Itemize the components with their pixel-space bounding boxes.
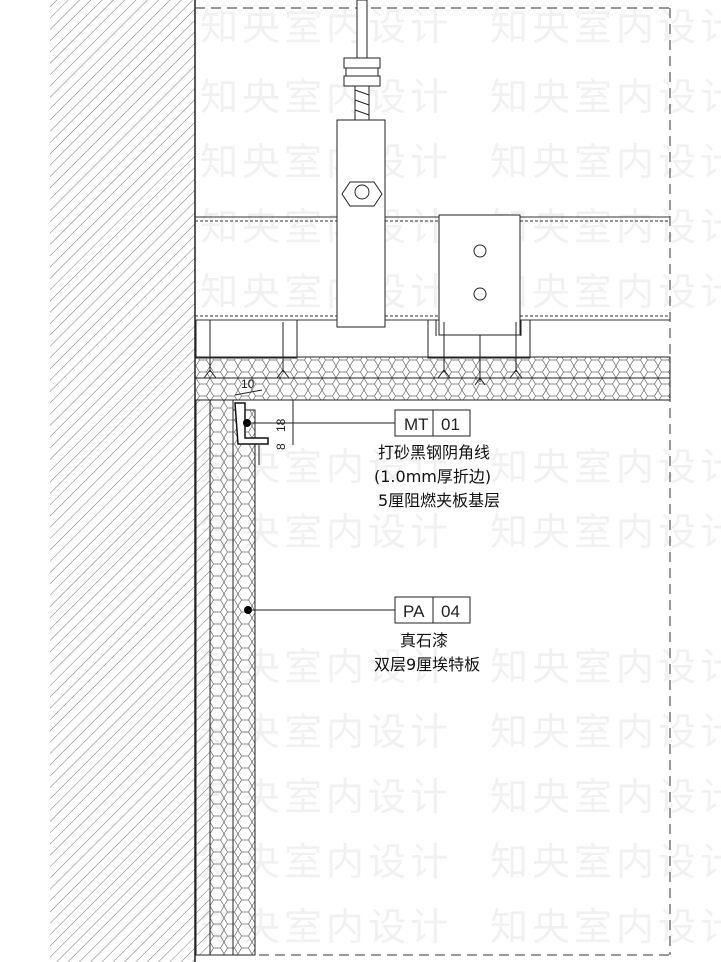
callout-pa04: PA 04 真石漆 双层9厘埃特板 — [244, 596, 480, 674]
callout-line: 5厘阻燃夹板基层 — [378, 491, 500, 510]
hanger-bracket — [336, 119, 386, 328]
svg-text:知央室内设计: 知央室内设计 — [200, 270, 452, 314]
callout-number: 01 — [441, 415, 460, 434]
svg-text:知央室内设计: 知央室内设计 — [490, 205, 721, 249]
screw-icons — [203, 322, 523, 386]
svg-text:知央室内设计: 知央室内设计 — [490, 645, 721, 689]
svg-text:知央室内设计: 知央室内设计 — [200, 75, 452, 119]
svg-text:知央室内设计: 知央室内设计 — [490, 75, 721, 119]
svg-text:知央室内设计: 知央室内设计 — [200, 5, 452, 49]
svg-text:知央室内设计: 知央室内设计 — [490, 710, 721, 754]
svg-text:知央室内设计: 知央室内设计 — [490, 5, 721, 49]
callout-line: 真石漆 — [400, 631, 448, 650]
ceiling-board-lower — [194, 377, 671, 401]
callout-mt01: MT 01 打砂黑钢阴角线 (1.0mm厚折边) 5厘阻燃夹板基层 — [243, 409, 500, 510]
wall-plaster-layer — [195, 399, 211, 956]
dimension-8: 8 — [274, 443, 288, 450]
svg-text:知央室内设计: 知央室内设计 — [200, 140, 452, 184]
svg-text:知央室内设计: 知央室内设计 — [490, 510, 721, 554]
svg-text:知央室内设计: 知央室内设计 — [490, 140, 721, 184]
wall-board-layer-2 — [232, 409, 256, 956]
dimension-18: 18 — [274, 418, 288, 432]
ceiling-main-channel — [195, 216, 670, 321]
callout-line: 双层9厘埃特板 — [374, 655, 480, 674]
svg-text:知央室内设计: 知央室内设计 — [490, 775, 721, 819]
channel-clip — [438, 214, 521, 336]
svg-text:知央室内设计: 知央室内设计 — [200, 205, 452, 249]
hanger-rod — [336, 0, 386, 328]
callout-line: 打砂黑钢阴角线 — [378, 443, 490, 462]
concrete-wall — [50, 0, 195, 962]
dimension-10: 10 — [241, 377, 255, 391]
callout-code: PA — [403, 602, 425, 621]
callout-line: (1.0mm厚折边) — [374, 467, 491, 486]
wall-board-layer-1 — [209, 399, 234, 956]
ceiling-board-upper — [194, 356, 671, 379]
svg-text:知央室内设计: 知央室内设计 — [490, 840, 721, 884]
svg-text:知央室内设计: 知央室内设计 — [490, 905, 721, 949]
callout-code: MT — [404, 415, 429, 434]
steel-angle-trim — [234, 402, 269, 445]
callout-number: 04 — [441, 602, 460, 621]
svg-text:知央室内设计: 知央室内设计 — [490, 445, 721, 489]
svg-text:知央室内设计: 知央室内设计 — [490, 270, 721, 314]
